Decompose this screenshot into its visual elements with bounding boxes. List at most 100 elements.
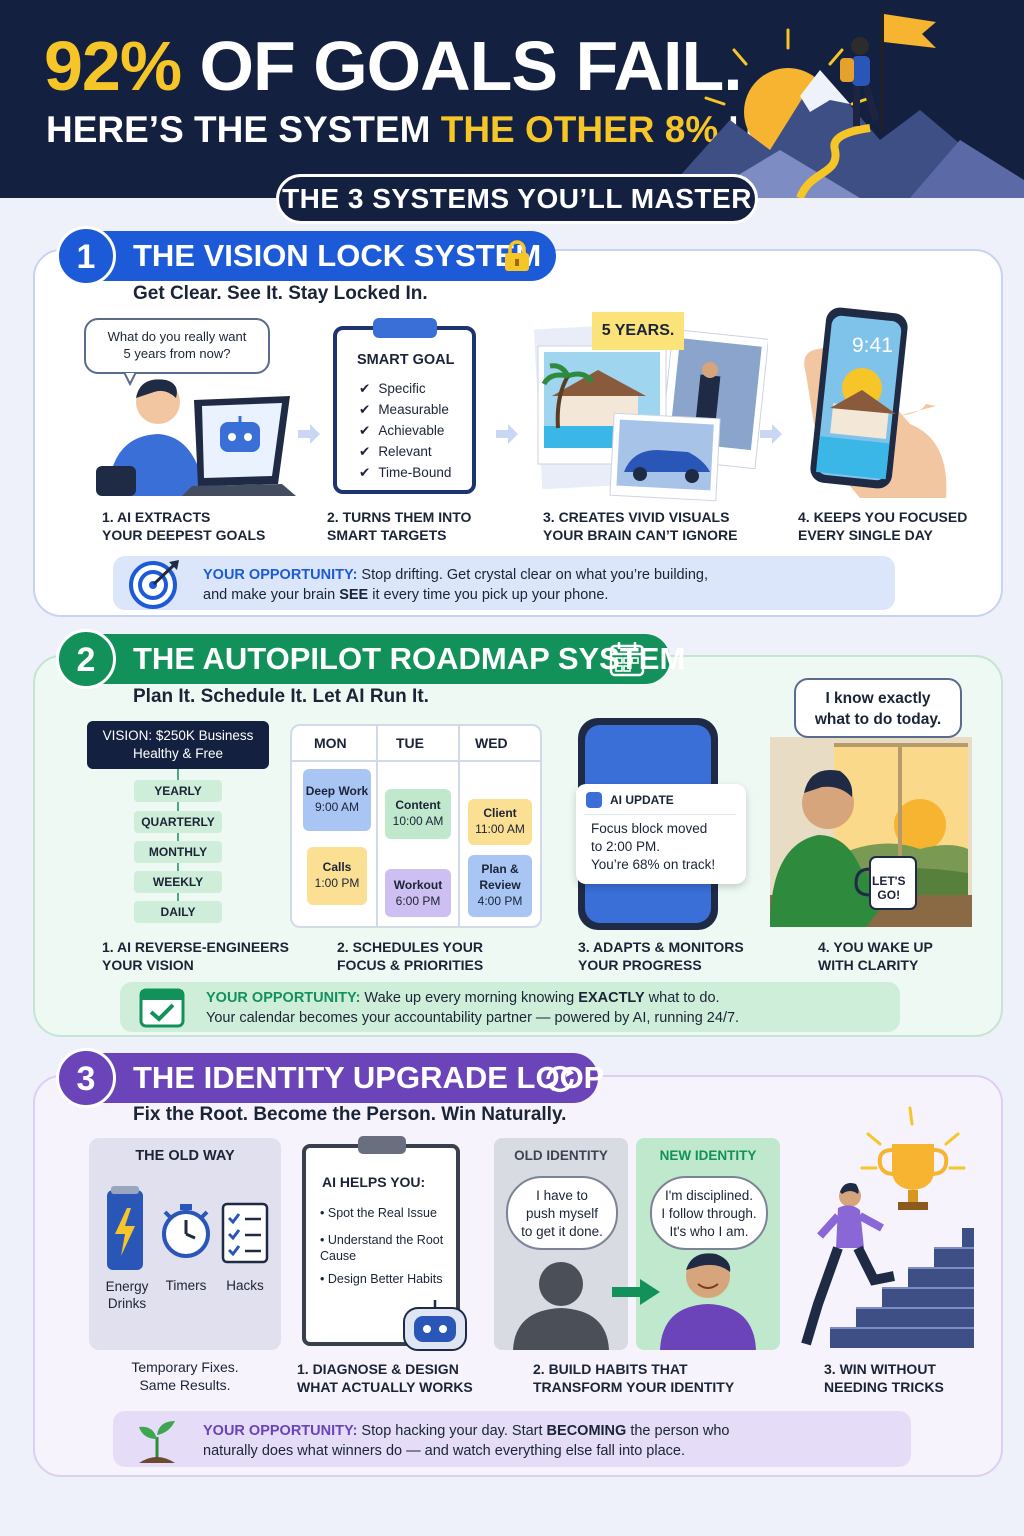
section-3-tagline: Fix the Root. Become the Person. Win Nat… (133, 1104, 567, 1125)
s2-step-3-caption: 3. ADAPTS & MONITORS YOUR PROGRESS (578, 939, 744, 973)
event-time: 6:00 PM (395, 894, 441, 908)
arrow-right-icon (298, 424, 320, 444)
smart-goal-item: ✔ Specific (359, 378, 451, 399)
old-identity-thought: I have to push myself to get it done. (506, 1176, 618, 1250)
s1-opportunity-box: YOUR OPPORTUNITY: Stop drifting. Get cry… (113, 556, 895, 610)
clipboard-clip (358, 1136, 406, 1154)
s1-opportunity-line-2: and make your brain SEE it every time yo… (203, 585, 883, 605)
event-title: Deep Work (305, 784, 369, 798)
vision-photos-illustration (533, 322, 768, 502)
ai-update-notification: AI UPDATE Focus block moved to 2:00 PM. … (576, 784, 746, 884)
calendar-col-divider (458, 726, 460, 926)
ai-helps-text: Understand the Root Cause (320, 1233, 444, 1263)
calendar-event[interactable]: Content 10:00 AM (385, 789, 451, 839)
calendar-col-divider (376, 726, 378, 926)
stairs-trophy-illustration (801, 1106, 974, 1348)
target-icon (129, 560, 179, 609)
s3-opp-a: Stop hacking your day. Start (357, 1423, 547, 1439)
calendar-check-icon (139, 988, 185, 1028)
s1-step-1-caption: 1. AI EXTRACTS YOUR DEEPEST GOALS (102, 509, 266, 543)
old-way-title: THE OLD WAY (135, 1148, 235, 1164)
section-2-title-banner: THE AUTOPILOT ROADMAP SYSTEM (58, 634, 685, 684)
new-self-person (660, 1253, 756, 1350)
event-title: Content (395, 798, 441, 812)
calendar-day-mon: MON (314, 735, 347, 751)
smart-goal-text: Time-Bound (378, 465, 452, 480)
sprout-icon (139, 1421, 175, 1463)
section-2-title: THE AUTOPILOT ROADMAP SYSTEM (133, 641, 686, 676)
ai-helps-text: Design Better Habits (327, 1272, 443, 1286)
s3-opportunity-label: YOUR OPPORTUNITY: (203, 1423, 358, 1439)
event-title: Plan & Review (479, 862, 521, 892)
hero-header: 92% OF GOALS FAIL. HERE’S THE SYSTEM THE… (0, 0, 1024, 198)
s3-opp-b: the person who (626, 1423, 730, 1439)
calendar-icon (609, 642, 645, 677)
check-icon: ✔ (359, 465, 371, 480)
s1-step-3-caption: 3. CREATES VIVID VISUALS YOUR BRAIN CAN’… (543, 509, 738, 543)
transform-arrow-icon (612, 1279, 660, 1305)
section-3-number: 3 (56, 1048, 116, 1108)
refresh-loop-icon (546, 1065, 574, 1093)
headline: 92% OF GOALS FAIL. (44, 26, 743, 106)
smart-goal-text: Achievable (378, 423, 445, 438)
s2-step-2-caption: 2. SCHEDULES YOUR FOCUS & PRIORITIES (337, 939, 484, 973)
checklist-icon (221, 1202, 269, 1264)
morning-window-illustration (770, 737, 972, 927)
ai-helps-item: • Design Better Habits (320, 1272, 443, 1286)
roadmap-level-monthly: MONTHLY (134, 841, 222, 863)
section-2-tagline: Plan It. Schedule It. Let AI Run It. (133, 686, 429, 707)
old-way-caption: Temporary Fixes. Same Results. (131, 1359, 239, 1393)
section-1-tagline: Get Clear. See It. Stay Locked In. (133, 283, 428, 304)
s3-step-3-caption: 3. WIN WITHOUT NEEDING TRICKS (824, 1361, 944, 1395)
check-icon: ✔ (359, 402, 371, 417)
old-item-energy-drinks: Energy Drinks (105, 1279, 149, 1311)
timer-icon (162, 1204, 210, 1258)
new-identity-thought: I'm disciplined. I follow through. It's … (650, 1176, 768, 1250)
s3-opportunity-line-1: YOUR OPPORTUNITY: Stop hacking your day.… (203, 1421, 899, 1441)
s1-opportunity-label: YOUR OPPORTUNITY: (203, 567, 358, 583)
check-icon: ✔ (359, 444, 371, 459)
old-item-timers: Timers (165, 1278, 207, 1293)
s1-opp-b: and make your brain (203, 587, 340, 603)
smart-goal-item: ✔ Relevant (359, 441, 451, 462)
robot-icon (403, 1300, 467, 1351)
s3-step-2-caption: 2. BUILD HABITS THAT TRANSFORM YOUR IDEN… (533, 1361, 735, 1395)
phone-clock: 9:41 (852, 334, 893, 357)
new-identity-panel: NEW IDENTITY (636, 1138, 780, 1350)
s3-opportunity-line-2: naturally does what winners do — and wat… (203, 1443, 685, 1459)
s1-step-2-caption: 2. TURNS THEM INTO SMART TARGETS (327, 509, 472, 543)
goal-question-bubble: What do you really want 5 years from now… (84, 318, 270, 374)
smart-goal-text: Relevant (378, 444, 432, 459)
s2-opportunity-box: YOUR OPPORTUNITY: Wake up every morning … (120, 982, 900, 1032)
event-time: 10:00 AM (392, 814, 444, 828)
person-laptop-ai-illustration (96, 372, 296, 496)
event-time: 11:00 AM (475, 822, 525, 836)
ai-helps-item: • Spot the Real Issue (320, 1206, 437, 1220)
roadmap-level-daily: DAILY (134, 901, 222, 923)
lock-icon (505, 240, 529, 271)
s1-opportunity-line-1: YOUR OPPORTUNITY: Stop drifting. Get cry… (203, 565, 883, 585)
check-icon: ✔ (359, 381, 371, 396)
s1-step-4-caption: 4. KEEPS YOU FOCUSED EVERY SINGLE DAY (798, 509, 968, 543)
smart-goal-item: ✔ Achievable (359, 420, 451, 441)
roadmap-level-weekly: WEEKLY (134, 871, 222, 893)
subheadline-b: THE OTHER 8% (440, 109, 719, 150)
smart-goal-item: ✔Measurable (359, 399, 451, 420)
five-years-note: 5 YEARS. (592, 312, 684, 350)
roadmap-level-yearly: YEARLY (134, 780, 222, 802)
s2-step-4-caption: 4. YOU WAKE UP WITH CLARITY (818, 939, 933, 973)
smart-goal-text: Specific (378, 381, 426, 396)
check-icon: ✔ (359, 423, 371, 438)
section-3-title-banner: THE IDENTITY UPGRADE LOOP (58, 1053, 604, 1103)
mountain-summit-illustration (660, 12, 1024, 198)
phone-in-hand-illustration (804, 307, 947, 498)
s3-opp-bold: BECOMING (546, 1423, 627, 1439)
s1-opp-c: it every time you pick up your phone. (368, 587, 609, 603)
roadmap-level-quarterly: QUARTERLY (134, 811, 222, 833)
